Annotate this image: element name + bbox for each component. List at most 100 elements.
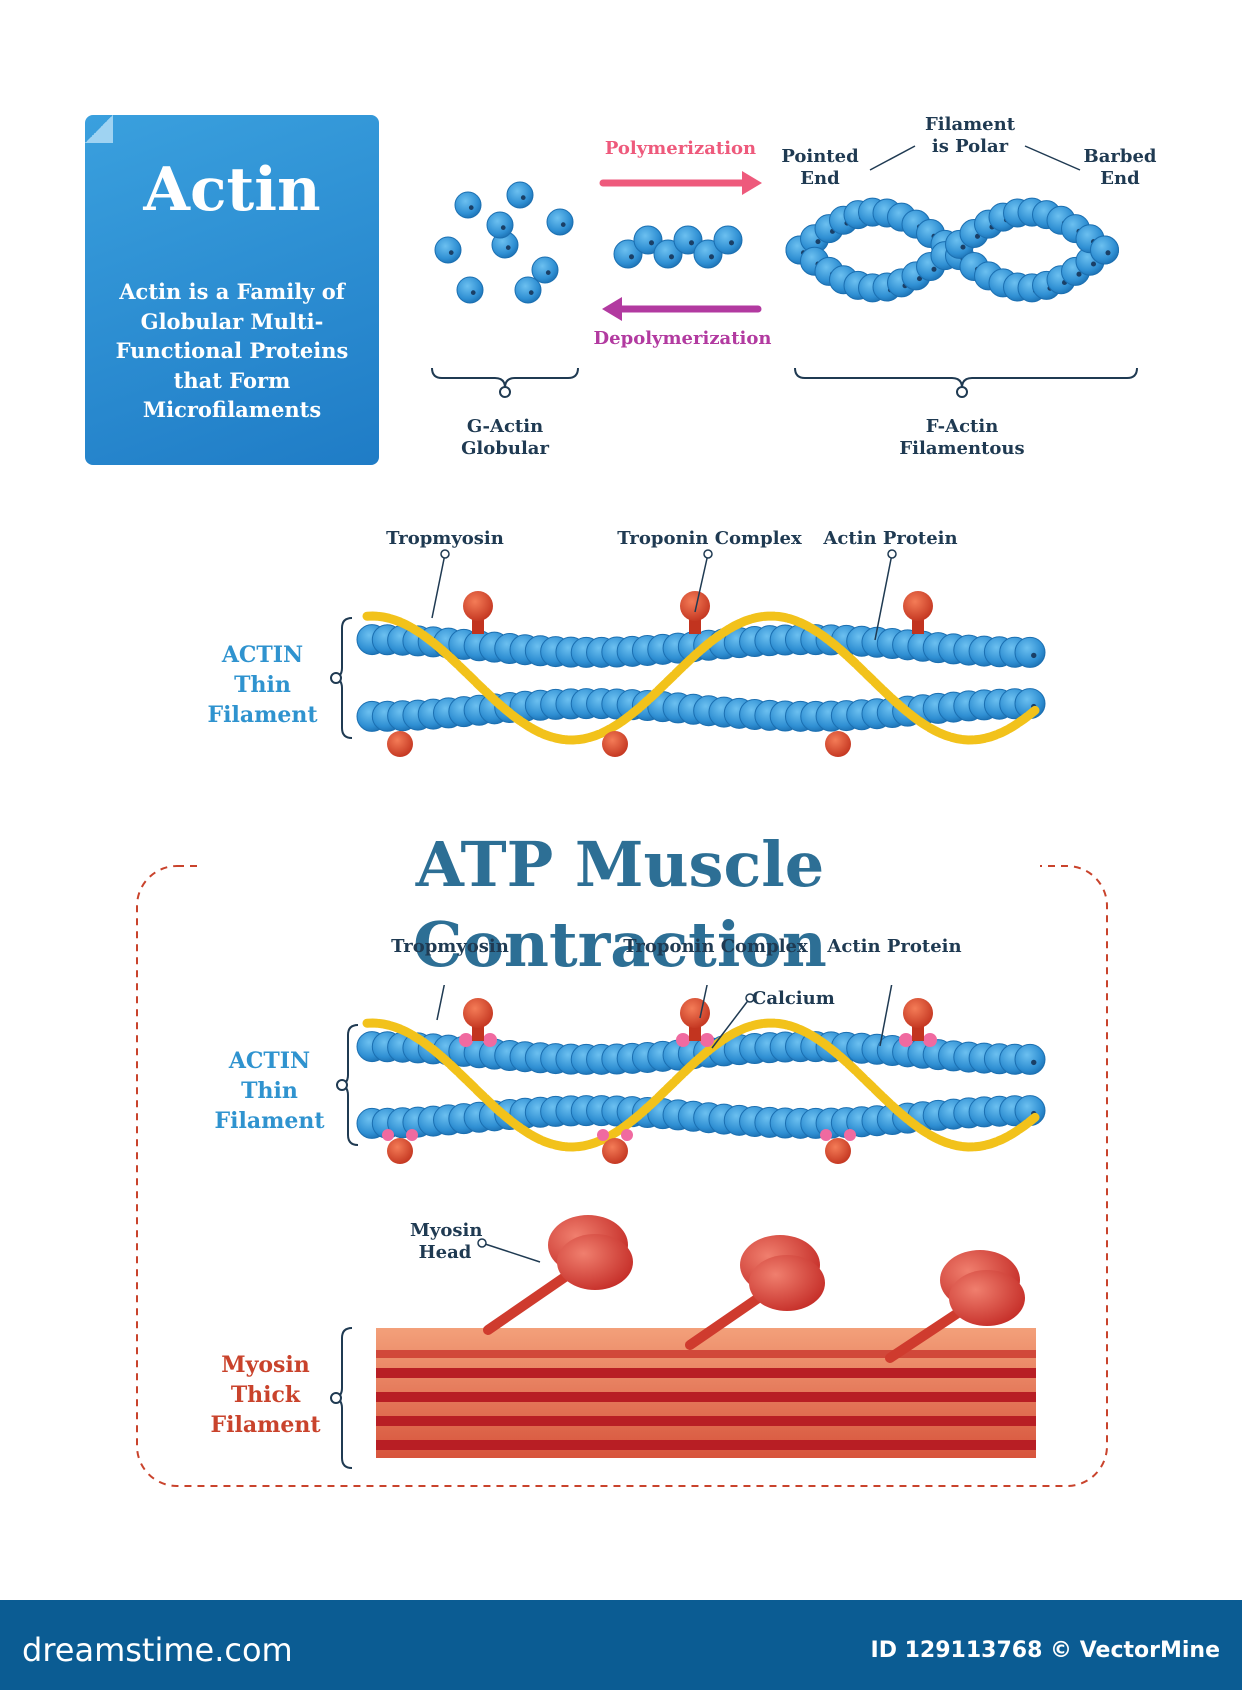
tropomyosin-label-2: Tropmyosin bbox=[391, 936, 509, 957]
f-actin-bead-lower bbox=[1090, 235, 1119, 265]
thin-filament-1 bbox=[356, 591, 1046, 757]
g-actin-monomer bbox=[434, 236, 462, 264]
actin-bead-dot bbox=[648, 240, 655, 246]
f-actin-filament bbox=[785, 197, 1119, 303]
g-actin-monomer bbox=[456, 276, 484, 304]
troponin-complex bbox=[903, 998, 933, 1028]
g-actin-monomer bbox=[506, 181, 534, 209]
calcium-ion bbox=[676, 1033, 690, 1047]
actin-bead-dot bbox=[688, 240, 695, 246]
g-actin-monomer bbox=[514, 276, 542, 304]
actin-oligomer bbox=[613, 225, 743, 269]
myosin-heads bbox=[483, 1215, 1025, 1363]
polymerization-label: Polymerization bbox=[604, 138, 757, 159]
barbed-end-label: Barbed End bbox=[1083, 146, 1157, 189]
card-description: Actin is a Family of Globular Multi-Func… bbox=[115, 279, 349, 422]
g-actin-monomer bbox=[531, 256, 559, 284]
tropomyosin-strand bbox=[362, 1018, 1040, 1152]
calcium-label: Calcium bbox=[752, 988, 835, 1009]
myosin-thick-filament bbox=[376, 1328, 1036, 1458]
g-actin-brace bbox=[431, 367, 579, 398]
calcium-ion bbox=[483, 1033, 497, 1047]
troponin-complex bbox=[903, 591, 933, 621]
atp-section-title: ATP Muscle Contraction bbox=[200, 825, 1040, 985]
g-actin-monomer bbox=[486, 211, 514, 239]
actin-bead-dot bbox=[520, 195, 526, 200]
troponin-complex bbox=[463, 591, 493, 621]
myosin-head-2 bbox=[685, 1235, 825, 1350]
tropomyosin-strand bbox=[362, 611, 1040, 745]
actin-bead-dot bbox=[931, 266, 937, 272]
actin-bead-dot bbox=[448, 250, 454, 255]
actin-bead-dot bbox=[1105, 250, 1111, 256]
thin-filament-2 bbox=[356, 998, 1046, 1164]
thin-filament-2-brace bbox=[336, 1024, 359, 1146]
myosin-brace bbox=[330, 1327, 353, 1469]
pointed-end-label: Pointed End bbox=[781, 146, 859, 189]
calcium-ion bbox=[621, 1129, 633, 1141]
actin-bead-dot bbox=[505, 245, 511, 250]
myosin-head-label: Myosin Head bbox=[410, 1220, 483, 1263]
actin-bead-dot bbox=[728, 240, 735, 246]
myosin-thick-filament-label: Myosin Thick Filament bbox=[210, 1352, 321, 1438]
troponin-complex bbox=[602, 1138, 628, 1164]
troponin-complex bbox=[825, 731, 851, 757]
actin-bead-dot bbox=[974, 233, 981, 239]
polar-leader-lines bbox=[869, 145, 1081, 171]
calcium-ion bbox=[899, 1033, 913, 1047]
actin-protein-label-1: Actin Protein bbox=[823, 528, 958, 549]
actin-bead-dot bbox=[1031, 1059, 1037, 1066]
actin-bead-dot bbox=[468, 205, 474, 210]
calcium-ion bbox=[459, 1033, 473, 1047]
actin-bead-dot bbox=[528, 290, 534, 295]
calcium-ion bbox=[382, 1129, 394, 1141]
calcium-ion bbox=[597, 1129, 609, 1141]
g-actin-monomer bbox=[546, 208, 574, 236]
actin-bead-dot bbox=[560, 222, 566, 227]
actin-thin-filament-label-2: ACTIN Thin Filament bbox=[214, 1048, 325, 1134]
footer-bar bbox=[0, 1600, 1242, 1690]
oligomer-bead bbox=[613, 239, 643, 269]
actin-bead-dot bbox=[1090, 261, 1097, 267]
troponin-complex bbox=[825, 1138, 851, 1164]
oligomer-bead bbox=[633, 225, 663, 255]
calcium-ion bbox=[820, 1129, 832, 1141]
actin-bead-dot bbox=[815, 239, 821, 245]
thin-bead-upper bbox=[1014, 1043, 1046, 1075]
troponin-complex bbox=[602, 731, 628, 757]
myosin-head-leader bbox=[477, 1238, 541, 1263]
actin-protein-label-2: Actin Protein bbox=[827, 936, 962, 957]
calcium-ion bbox=[923, 1033, 937, 1047]
footer-image-id: ID 129113768 © VectorMine bbox=[870, 1638, 1220, 1663]
oligomer-bead bbox=[653, 239, 683, 269]
thin-filament-1-leaders bbox=[431, 549, 897, 641]
actin-thin-filament-label-1: ACTIN Thin Filament bbox=[207, 642, 318, 728]
troponin-label-1: Troponin Complex bbox=[617, 528, 802, 549]
actin-bead-dot bbox=[500, 225, 506, 230]
calcium-ion bbox=[406, 1129, 418, 1141]
card-corner-fold bbox=[85, 115, 113, 143]
actin-bead-dot bbox=[668, 254, 675, 260]
calcium-ion bbox=[700, 1033, 714, 1047]
troponin-complex bbox=[680, 998, 710, 1028]
tropomyosin-label-1: Tropmyosin bbox=[386, 528, 504, 549]
actin-bead-dot bbox=[545, 270, 551, 275]
troponin-complex bbox=[463, 998, 493, 1028]
thin-bead-upper bbox=[1014, 636, 1046, 668]
card-title: Actin bbox=[143, 155, 321, 225]
actin-bead-dot bbox=[1031, 652, 1037, 659]
actin-bead-dot bbox=[708, 254, 715, 260]
title-card: Actin Actin is a Family of Globular Mult… bbox=[85, 115, 379, 465]
g-actin-label: G-Actin Globular bbox=[461, 416, 549, 459]
g-actin-monomer bbox=[454, 191, 482, 219]
troponin-label-2: Troponin Complex bbox=[623, 936, 808, 957]
troponin-complex bbox=[680, 591, 710, 621]
oligomer-bead bbox=[673, 225, 703, 255]
oligomer-bead bbox=[693, 239, 723, 269]
depolymerization-arrow bbox=[602, 297, 762, 321]
calcium-ion bbox=[844, 1129, 856, 1141]
f-actin-brace bbox=[794, 367, 1138, 398]
footer-brand: dreamstime.com bbox=[22, 1631, 293, 1669]
troponin-complex bbox=[387, 731, 413, 757]
